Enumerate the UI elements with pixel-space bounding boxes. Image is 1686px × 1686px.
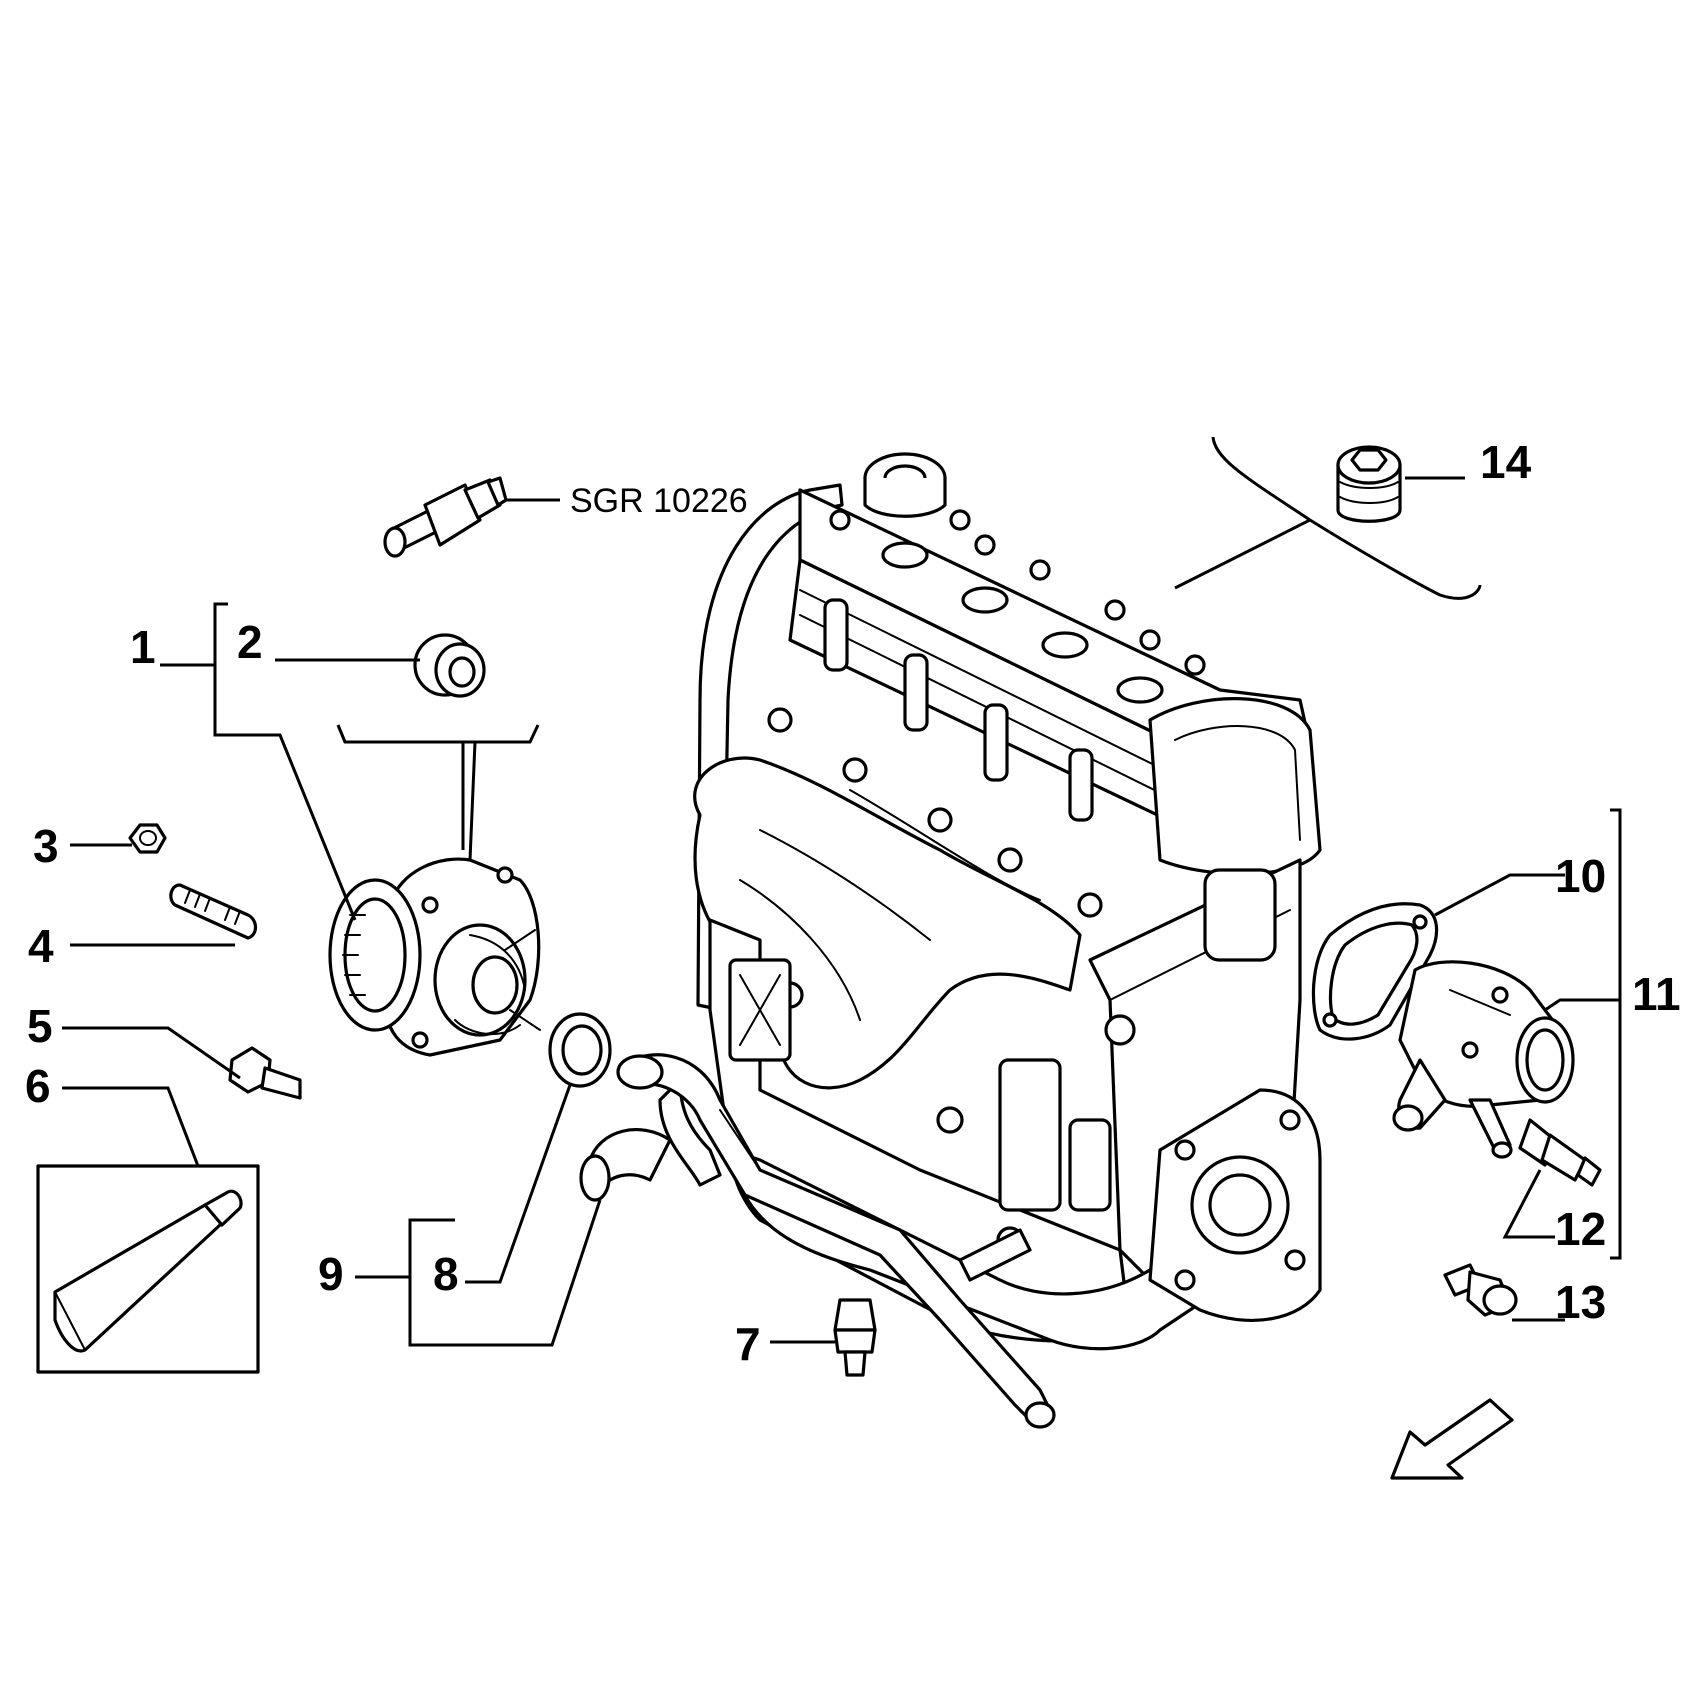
engine-block-icon (693, 452, 1322, 1351)
callout-1: 1 (130, 621, 156, 673)
callout-6: 6 (25, 1060, 51, 1112)
callout-3: 3 (33, 820, 59, 872)
thermostat-gasket-icon (1311, 902, 1439, 1041)
water-pump-icon (328, 857, 541, 1057)
temperature-sensor-icon (383, 476, 508, 558)
callout-7: 7 (735, 1318, 761, 1370)
callout-9: 9 (318, 1248, 344, 1300)
callout-5: 5 (27, 1000, 53, 1052)
callout-11: 11 (1632, 968, 1681, 1020)
coolant-pipe-icon (579, 1053, 1056, 1429)
callout-12: 12 (1555, 1203, 1606, 1255)
callout-14: 14 (1480, 436, 1532, 488)
nut-icon (128, 823, 167, 854)
sealant-tube-icon (36, 1164, 260, 1374)
thermostat-housing-icon (1392, 960, 1575, 1159)
callout-4: 4 (28, 920, 54, 972)
callout-13: 13 (1555, 1276, 1606, 1328)
bleed-screw-icon (1443, 1263, 1518, 1317)
coolant-sensor-icon (1518, 1118, 1602, 1187)
bolt-icon (228, 1046, 302, 1100)
stud-icon (169, 883, 258, 940)
callout-10: 10 (1555, 850, 1606, 902)
drain-plug-icon (833, 1298, 877, 1377)
direction-arrow-icon (1390, 1398, 1514, 1480)
callout-2: 2 (237, 616, 263, 668)
gasket-ring-icon (548, 1012, 612, 1088)
sensor-reference-label: SGR 10226 (570, 482, 748, 520)
plug-icon (413, 633, 486, 698)
cap-plug-icon (1336, 445, 1402, 523)
callout-8: 8 (433, 1248, 459, 1300)
leader-lines (62, 436, 1622, 1347)
